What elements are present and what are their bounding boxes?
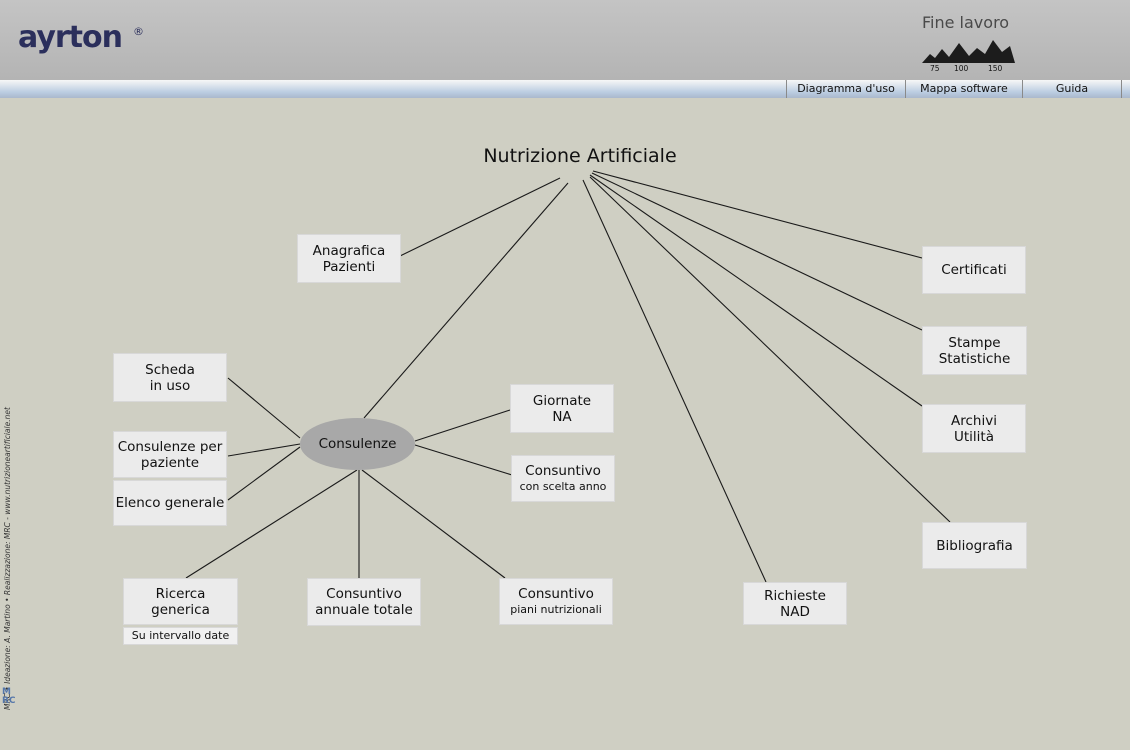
credit-text: MRC • Ideazione: A. Martino • Realizzazi… <box>3 407 17 710</box>
node-su-intervallo-date[interactable]: Su intervallo date <box>123 627 238 645</box>
node-label-line: Richieste <box>764 587 826 604</box>
node-label-line: Consuntivo <box>326 586 402 602</box>
node-label-line: generica <box>151 601 210 618</box>
node-consulenze[interactable]: Consulenze <box>300 418 415 470</box>
nav-diagramma-duso[interactable]: Diagramma d'uso <box>786 80 905 98</box>
node-consuntivo-piani-nutrizionali[interactable]: Consuntivo piani nutrizionali <box>499 578 613 625</box>
fine-lavoro-label[interactable]: Fine lavoro <box>922 13 1010 32</box>
nav-mappa-software[interactable]: Mappa software <box>905 80 1022 98</box>
mountain-scale-icon[interactable]: 75 100 150 <box>922 40 1017 74</box>
node-label-line: Stampe <box>948 334 1001 351</box>
node-elenco-generale[interactable]: Elenco generale <box>113 480 227 526</box>
node-label-line: piani nutrizionali <box>510 602 602 616</box>
node-bibliografia[interactable]: Bibliografia <box>922 522 1027 569</box>
node-label-line: con scelta anno <box>519 479 607 493</box>
node-giornate-na[interactable]: Giornate NA <box>510 384 614 433</box>
node-label-line: Giornate <box>532 392 592 409</box>
node-label-line: NA <box>552 408 572 425</box>
scale-label-150: 150 <box>988 64 1003 73</box>
node-label-line: Pazienti <box>322 258 376 275</box>
diagram-title: Nutrizione Artificiale <box>483 145 677 167</box>
node-label-line: Bibliografia <box>936 537 1013 554</box>
node-label-line: Anagrafica <box>312 242 386 259</box>
node-stampe-statistiche[interactable]: Stampe Statistiche <box>922 326 1027 375</box>
credit-label: MRC • Ideazione: A. Martino • Realizzazi… <box>3 407 12 710</box>
node-label-line: Scheda <box>145 361 195 378</box>
node-label-line: NAD <box>780 603 810 620</box>
nav-bar <box>0 80 1130 98</box>
node-consuntivo-scelta-anno[interactable]: Consuntivo con scelta anno <box>511 455 615 502</box>
node-archivi-utilita[interactable]: Archivi Utilità <box>922 404 1026 453</box>
node-label-line: Utilità <box>954 428 994 445</box>
registered-mark: ® <box>133 25 144 38</box>
node-certificati[interactable]: Certificati <box>922 246 1026 294</box>
node-consuntivo-annuale-totale[interactable]: Consuntivo annuale totale <box>307 578 421 626</box>
node-anagrafica-pazienti[interactable]: Anagrafica Pazienti <box>297 234 401 283</box>
ayrton-logo: ayrton <box>18 20 123 55</box>
node-label-line: Elenco generale <box>115 495 225 511</box>
node-label-line: Certificati <box>941 262 1007 278</box>
node-label-line: Statistiche <box>938 350 1011 367</box>
node-label-line: Consuntivo <box>518 585 594 602</box>
node-consulenze-per-paziente[interactable]: Consulenze per paziente <box>113 431 227 478</box>
node-scheda-in-uso[interactable]: Scheda in uso <box>113 353 227 402</box>
app-header: ayrton ® Fine lavoro 75 100 150 <box>0 0 1130 80</box>
node-label-line: annuale totale <box>315 602 413 618</box>
nav-guida[interactable]: Guida <box>1022 80 1122 98</box>
node-ricerca-generica[interactable]: Ricerca generica <box>123 578 238 625</box>
node-richieste-nad[interactable]: Richieste NAD <box>743 582 847 625</box>
node-label-line: paziente <box>140 454 200 471</box>
node-label-line: Consuntivo <box>525 462 601 479</box>
scale-label-100: 100 <box>954 64 969 73</box>
scale-label-75: 75 <box>930 64 940 73</box>
node-label-line: in uso <box>149 377 191 394</box>
node-label-line: Consulenze per <box>117 438 223 455</box>
node-label-line: Ricerca <box>155 585 206 602</box>
node-label-line: Archivi <box>951 412 997 429</box>
